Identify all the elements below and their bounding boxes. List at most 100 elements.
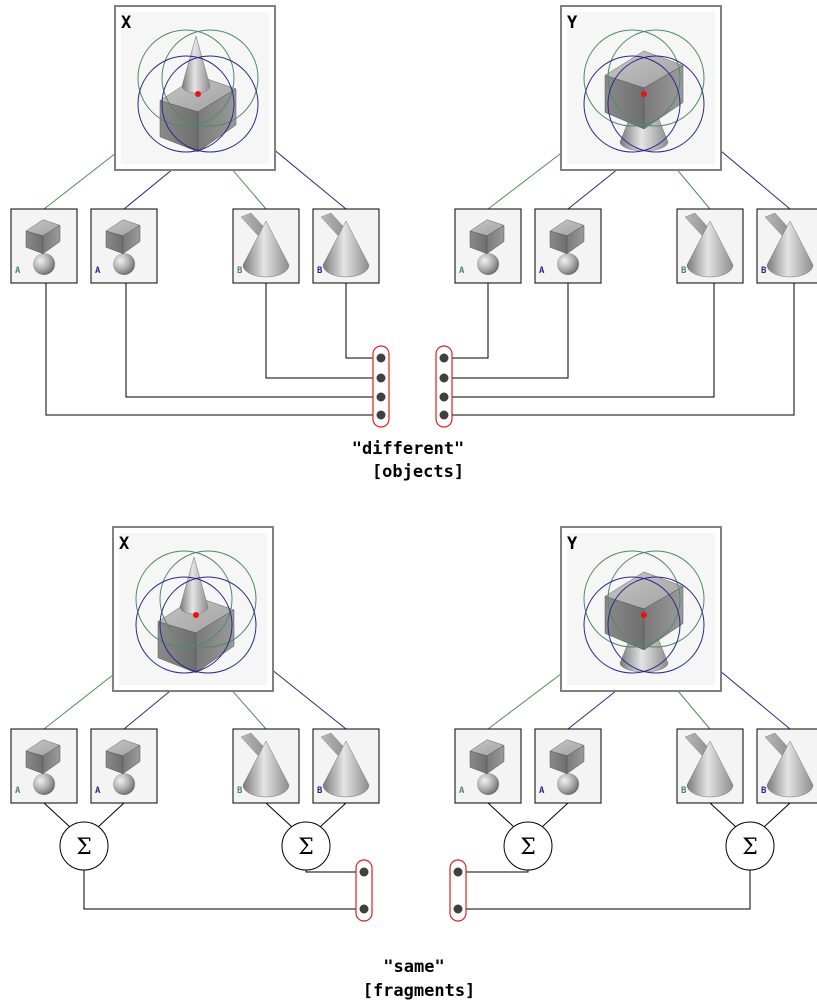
cone-thumbnail <box>676 208 744 284</box>
wire-line <box>45 283 381 416</box>
wire-line <box>43 802 71 828</box>
thumbnail-label: B <box>761 266 767 276</box>
cone-thumbnail <box>232 208 300 284</box>
wire-line <box>83 870 364 910</box>
receptive-field-circle <box>607 576 705 674</box>
wire-line <box>125 283 381 398</box>
sphere-shape <box>557 773 579 795</box>
scene-x <box>112 526 274 692</box>
sphere-shape <box>477 253 499 275</box>
cone-shape <box>242 740 290 798</box>
connection-dot <box>439 373 449 383</box>
wire-line <box>444 283 795 416</box>
cube-right-face <box>122 224 141 255</box>
connection-dot <box>376 392 386 402</box>
cube-right-face <box>643 65 684 130</box>
wire-line <box>265 283 381 379</box>
cube-on-sphere-thumbnail <box>454 208 522 284</box>
thumbnail-label: B <box>237 786 243 796</box>
cube-on-sphere-icon <box>25 739 61 795</box>
cone-shape <box>322 740 370 798</box>
cone-shape <box>766 740 814 798</box>
connection-dot <box>359 904 369 914</box>
cone-icon <box>320 212 370 278</box>
wire-line <box>709 802 737 828</box>
thumbnail-label: A <box>15 786 21 796</box>
receptive-field-circle <box>161 29 259 127</box>
cube-on-sphere-icon <box>105 219 141 275</box>
wire-line <box>319 802 347 828</box>
cube-right-face <box>566 224 585 255</box>
cone-icon <box>764 212 814 278</box>
caption-objects: [objects] <box>372 462 464 482</box>
cone-icon <box>684 732 734 798</box>
thumbnail-label: A <box>95 266 101 276</box>
wire-line <box>541 802 569 828</box>
wire-line <box>265 802 293 828</box>
wire-line <box>763 802 791 828</box>
cone-icon <box>764 732 814 798</box>
wire-line <box>444 283 569 379</box>
wire-line <box>97 802 125 828</box>
cube-right-face <box>42 744 61 775</box>
receptive-field-circle <box>583 29 681 127</box>
sphere-shape <box>33 253 55 275</box>
caption-different: "different" <box>352 439 465 459</box>
connection-dot <box>439 353 449 363</box>
receptive-field-circle <box>135 576 233 674</box>
cone-thumbnail <box>756 208 817 284</box>
cube-and-cone-composite-icon <box>604 50 684 152</box>
connection-dot <box>376 373 386 383</box>
scene-label: X <box>121 13 132 33</box>
cube-right-face <box>486 224 505 255</box>
cone-thumbnail <box>312 208 380 284</box>
connection-dot <box>439 392 449 402</box>
connection-dot <box>453 904 463 914</box>
cone-shape <box>686 740 734 798</box>
cone-icon <box>240 732 290 798</box>
receptive-field-circle <box>583 550 681 648</box>
center-dot <box>193 612 199 618</box>
sphere-shape <box>33 773 55 795</box>
receptive-field-circle <box>607 550 705 648</box>
wire-line <box>305 870 364 873</box>
wire-line <box>444 283 715 398</box>
thumbnail-label: A <box>539 786 545 796</box>
cube-right-face <box>566 744 585 775</box>
cube-and-cone-composite-icon <box>604 571 684 673</box>
sum-node <box>59 821 109 871</box>
wire-line <box>345 283 381 359</box>
sum-symbol: Σ <box>76 835 92 860</box>
cone-icon <box>684 212 734 278</box>
thumbnail-label: B <box>761 786 767 796</box>
cube-right-face <box>486 744 505 775</box>
cone-thumbnail <box>232 728 300 804</box>
scene-label: Y <box>567 13 578 33</box>
cube-on-sphere-thumbnail <box>10 208 78 284</box>
wire-line <box>444 283 489 359</box>
sphere-shape <box>113 253 135 275</box>
receptive-field-circle <box>159 550 257 648</box>
caption-same: "same" <box>383 957 444 977</box>
sum-symbol: Σ <box>742 835 758 860</box>
cube-on-sphere-icon <box>25 219 61 275</box>
receptive-field-circle <box>135 550 233 648</box>
thumbnail-label: A <box>95 786 101 796</box>
cube-on-sphere-icon <box>549 219 585 275</box>
cube-on-sphere-thumbnail <box>10 728 78 804</box>
connection-dot <box>376 353 386 363</box>
receptive-field-circle <box>607 55 705 153</box>
cube-on-sphere-icon <box>105 739 141 795</box>
thumbnail-label: B <box>317 266 323 276</box>
cone-shape <box>322 220 370 278</box>
cube-on-sphere-icon <box>469 739 505 795</box>
connection-dot <box>439 410 449 420</box>
sphere-shape <box>113 773 135 795</box>
scene-x <box>114 5 276 171</box>
center-dot <box>641 612 647 618</box>
sum-node <box>281 821 331 871</box>
left-output-capsule <box>372 345 390 428</box>
receptive-field-circle <box>583 55 681 153</box>
cone-icon <box>240 212 290 278</box>
